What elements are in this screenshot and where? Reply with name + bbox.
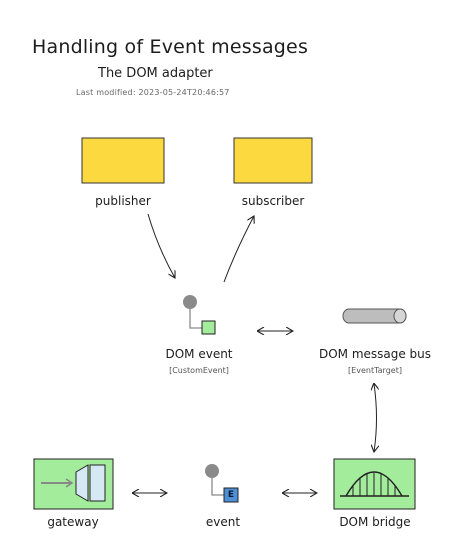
diagram-title: Handling of Event messages bbox=[32, 36, 309, 58]
arrow-publisher-to-dom-event bbox=[147, 213, 175, 278]
publisher-label: publisher bbox=[95, 194, 151, 208]
last-modified: Last modified: 2023-05-24T20:46:57 bbox=[76, 88, 230, 97]
message-bus-cylinder-icon[interactable] bbox=[342, 308, 407, 324]
dom-event-type: [CustomEvent] bbox=[169, 366, 229, 375]
arrow-dom-event-to-subscriber bbox=[223, 216, 254, 283]
subscriber-box[interactable] bbox=[233, 137, 313, 184]
message-bus-type: [EventTarget] bbox=[348, 366, 402, 375]
dom-bridge-box[interactable] bbox=[333, 458, 416, 510]
arrow-bus-bridge bbox=[374, 384, 377, 452]
publisher-box[interactable] bbox=[81, 137, 165, 184]
gateway-box[interactable] bbox=[33, 458, 114, 510]
dom-bridge-label: DOM bridge bbox=[339, 515, 411, 529]
event-icon[interactable] bbox=[205, 464, 239, 503]
event-badge-letter: E bbox=[227, 490, 235, 500]
event-label: event bbox=[205, 515, 241, 529]
dom-event-icon[interactable] bbox=[183, 295, 216, 335]
dom-event-label: DOM event bbox=[165, 347, 233, 361]
message-bus-label: DOM message bus bbox=[318, 347, 432, 361]
diagram-subtitle: The DOM adapter bbox=[98, 66, 213, 81]
gateway-label: gateway bbox=[47, 515, 99, 529]
subscriber-label: subscriber bbox=[241, 194, 305, 208]
